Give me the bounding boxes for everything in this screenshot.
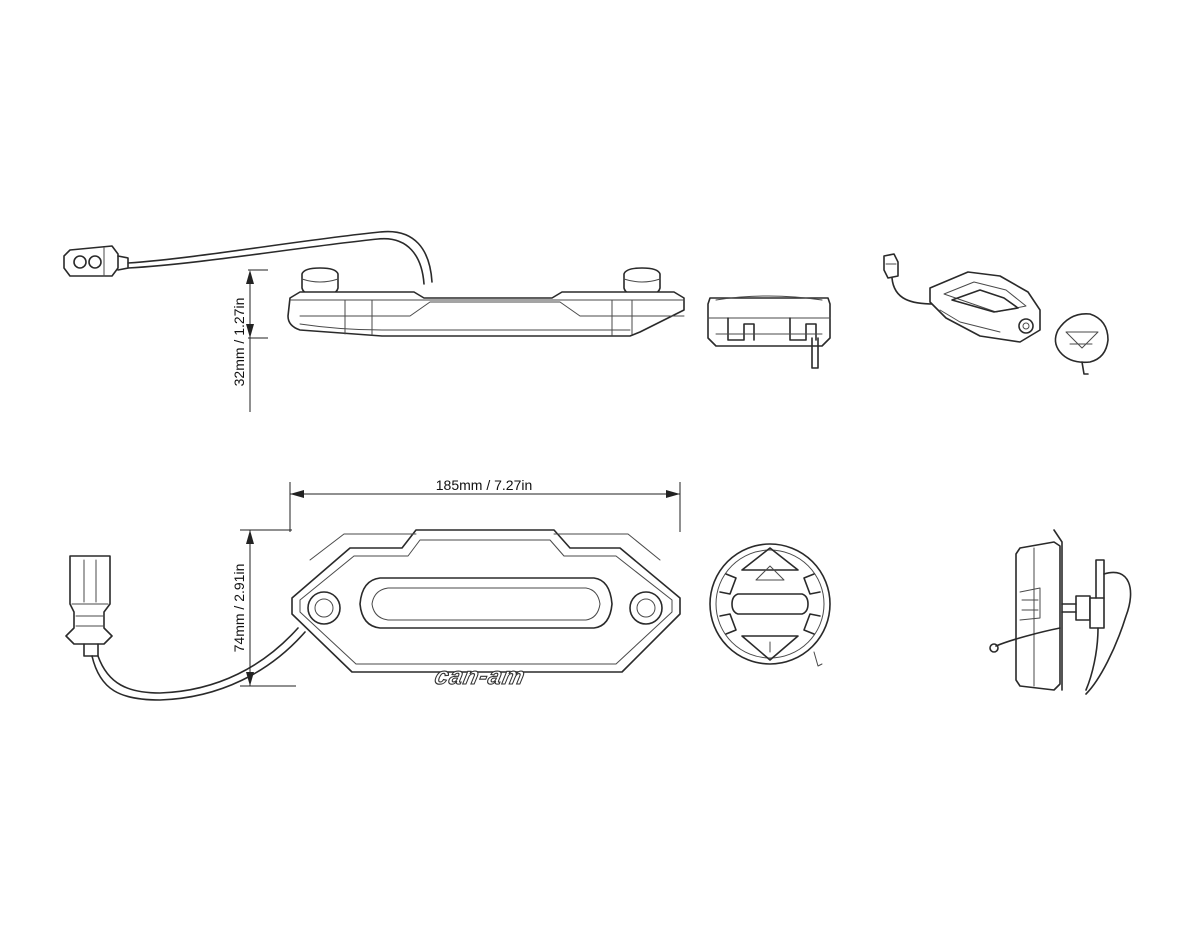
cable-slot xyxy=(359,577,613,629)
left-mount-hole xyxy=(307,591,341,625)
rear-view xyxy=(989,529,1132,695)
side-view-connector xyxy=(63,245,129,277)
front-view-connector xyxy=(65,555,113,657)
front-view-cable xyxy=(91,631,306,701)
height-dimension: 32mm / 1.27in xyxy=(231,269,268,412)
depth-dimension: 74mm / 2.91in xyxy=(231,529,296,687)
can-am-logo: can-am xyxy=(432,663,528,690)
side-view xyxy=(63,230,685,337)
height-dimension-label: 32mm / 1.27in xyxy=(231,298,247,387)
width-dimension-label: 185mm / 7.27in xyxy=(436,477,533,493)
cap-view xyxy=(709,543,831,667)
side-view-cable xyxy=(127,230,433,283)
front-view: can-am xyxy=(65,529,681,701)
depth-dimension-label: 74mm / 2.91in xyxy=(231,564,247,653)
front-view-body xyxy=(291,529,681,673)
right-mount-hole xyxy=(629,591,663,625)
side-view-body xyxy=(287,291,685,337)
isometric-view xyxy=(883,253,1109,375)
end-view-top xyxy=(707,295,831,369)
width-dimension: 185mm / 7.27in xyxy=(289,477,681,532)
